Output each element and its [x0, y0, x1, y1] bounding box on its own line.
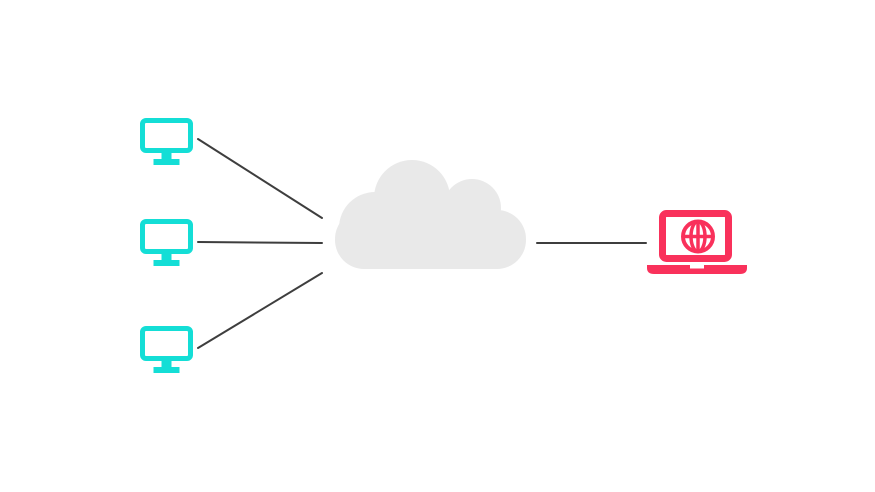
connector-client3-cloud — [197, 272, 323, 349]
connector-client1-cloud — [197, 138, 323, 219]
monitor-stand — [153, 361, 180, 373]
monitor-stand — [153, 254, 180, 266]
desktop-monitor-icon — [140, 326, 193, 361]
monitor-stand — [153, 153, 180, 165]
client-node-1 — [140, 118, 193, 165]
laptop-node — [647, 210, 747, 274]
cloud-icon-body — [335, 210, 526, 269]
connector-client2-cloud — [197, 241, 323, 244]
laptop-base — [647, 265, 747, 274]
client-node-2 — [140, 219, 193, 266]
desktop-monitor-icon — [140, 118, 193, 153]
desktop-monitor-icon — [140, 219, 193, 254]
globe-icon — [681, 219, 715, 254]
cloud-node — [335, 160, 526, 269]
client-node-3 — [140, 326, 193, 373]
connector-lines — [197, 138, 647, 349]
